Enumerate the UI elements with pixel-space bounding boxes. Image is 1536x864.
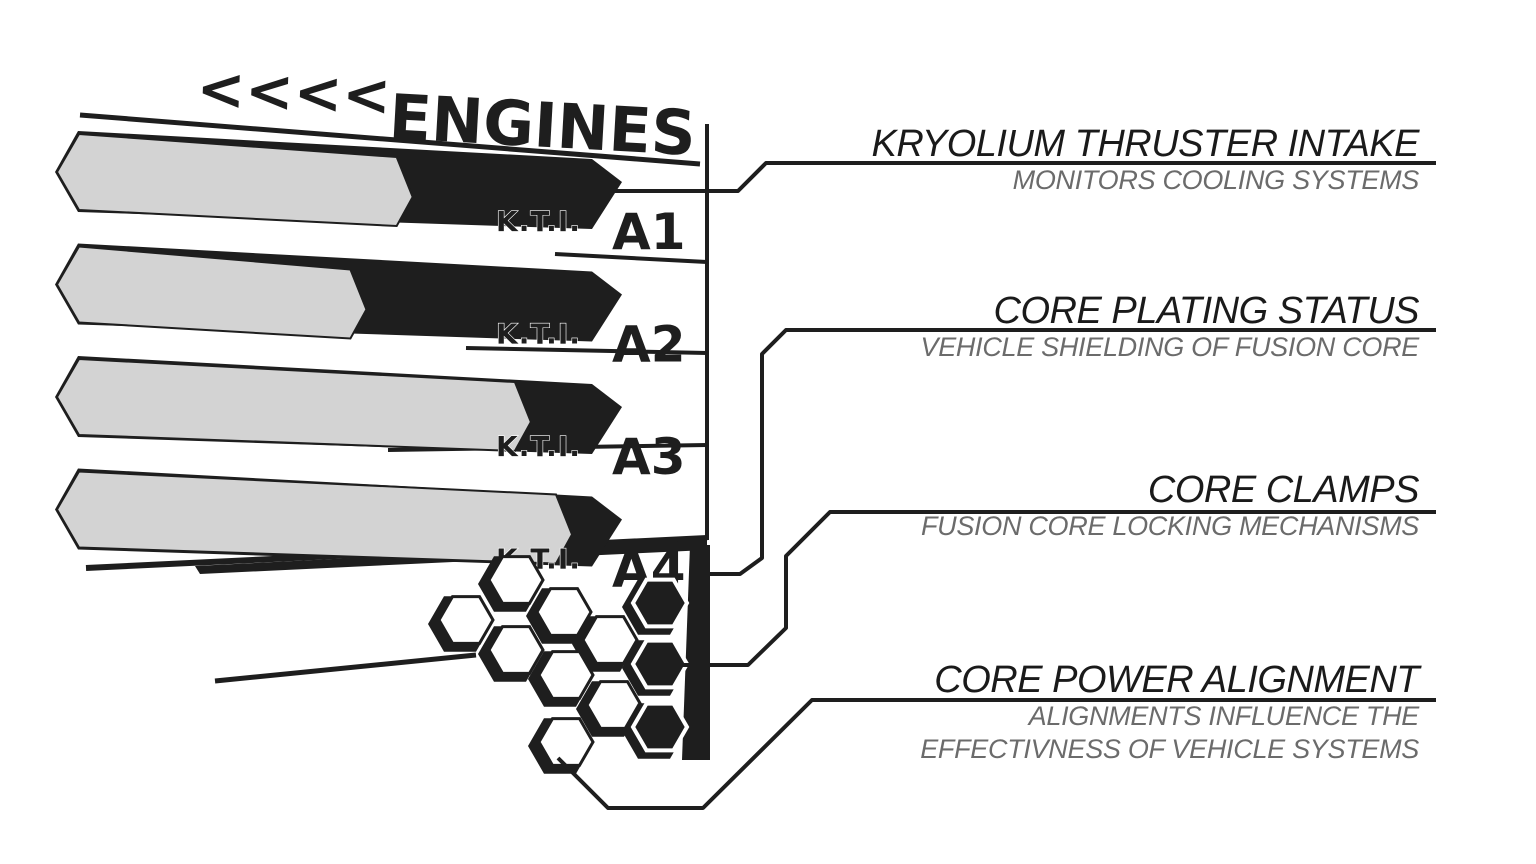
annotation-title: CORE POWER ALIGNMENT <box>934 659 1419 701</box>
connector-plating <box>694 328 1436 576</box>
hex-cell-outline <box>537 650 595 700</box>
hex-cell-outline <box>437 595 495 645</box>
hex-cell-outline <box>487 555 545 605</box>
hex-cell <box>583 616 637 664</box>
core-wall <box>682 545 710 760</box>
gauge-fill <box>55 132 414 228</box>
annotation-subtitle: MONITORS COOLING SYSTEMS <box>1012 165 1420 195</box>
hex-cell-outline <box>487 625 545 675</box>
title-chevrons: <<<< <box>195 54 392 129</box>
gauge-fill <box>55 245 368 340</box>
hex-cell-filled <box>630 577 690 629</box>
annotation-subtitle: VEHICLE SHIELDING OF FUSION CORE <box>920 332 1420 362</box>
hex-cell <box>539 718 593 766</box>
annotation-kryolium: KRYOLIUM THRUSTER INTAKE MONITORS COOLIN… <box>872 124 1420 197</box>
hex-cell-outline <box>537 717 595 767</box>
hex-cell-filled <box>630 701 690 753</box>
annotation-title: KRYOLIUM THRUSTER INTAKE <box>871 123 1420 165</box>
honeycomb-core <box>428 545 710 774</box>
gauge-label: A3 <box>612 428 686 486</box>
gauge-code: K.T.I. <box>496 205 581 238</box>
annotation-core-power: CORE POWER ALIGNMENT ALIGNMENTS INFLUENC… <box>920 660 1419 766</box>
annotation-title: CORE CLAMPS <box>1147 469 1420 511</box>
gauge-code: K.T.I. <box>496 430 581 463</box>
gauge-code: K.T.I. <box>496 318 581 351</box>
gauge-stack: K.T.I.A1K.T.I.A2K.T.I.A3K.T.I.A4 <box>55 131 686 599</box>
gauge-a4: K.T.I.A4 <box>55 468 686 599</box>
gauge-a2: K.T.I. A2 <box>55 243 686 374</box>
divider-1 <box>554 252 708 264</box>
annotation-subtitle: EFFECTIVNESS OF VEHICLE SYSTEMS <box>920 734 1419 764</box>
hex-cell-outline <box>581 615 639 665</box>
connectors <box>548 161 1436 810</box>
annotation-subtitle: ALIGNMENTS INFLUENCE THE <box>1028 701 1420 731</box>
gauge-fill <box>55 357 533 453</box>
hex-cell <box>587 681 641 729</box>
gauge-label: A1 <box>612 203 686 261</box>
hex-cell <box>489 626 543 674</box>
connector-clamps <box>668 510 1436 667</box>
hex-cell <box>539 651 593 699</box>
gauge-fill <box>55 470 574 565</box>
annotation-core-clamps: CORE CLAMPS FUSION CORE LOCKING MECHANIS… <box>920 469 1420 543</box>
lower-rule <box>214 652 477 684</box>
top-rule <box>79 112 701 167</box>
annotation-title: CORE PLATING STATUS <box>993 290 1420 332</box>
hex-cell <box>489 556 543 604</box>
connector-kti <box>548 161 1436 193</box>
gauge-a3: K.T.I. A3 <box>55 356 686 486</box>
gauge-a1: K.T.I. A1 <box>55 131 686 261</box>
connector-alignment <box>556 698 1436 810</box>
hex-cell <box>537 588 591 636</box>
annotation-subtitle: FUSION CORE LOCKING MECHANISMS <box>920 511 1419 541</box>
gauge-label: A2 <box>612 316 686 374</box>
hex-cell <box>439 596 493 644</box>
divider-2 <box>465 346 708 355</box>
annotation-core-plating: CORE PLATING STATUS VEHICLE SHIELDING OF… <box>921 291 1420 364</box>
hex-cell-filled <box>630 638 690 690</box>
